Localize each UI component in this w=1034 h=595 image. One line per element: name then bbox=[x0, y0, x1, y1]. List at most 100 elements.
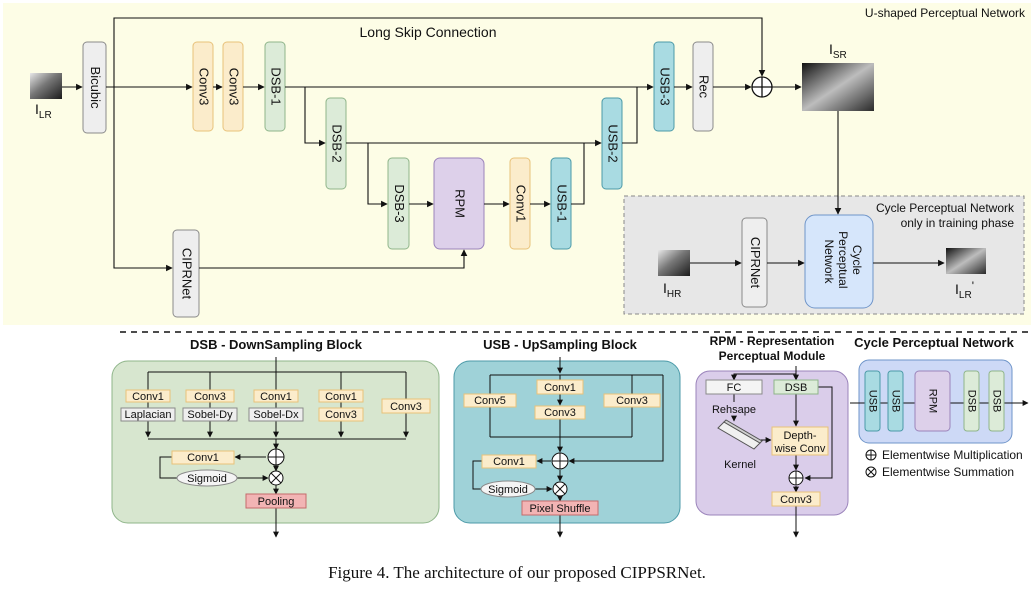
svg-text:DSB-3: DSB-3 bbox=[392, 184, 407, 222]
svg-text:Sigmoid: Sigmoid bbox=[488, 484, 528, 496]
svg-text:Depth-: Depth- bbox=[783, 430, 816, 442]
usb1-block: USB-1 bbox=[550, 157, 572, 250]
usb-sigmoid: Sigmoid bbox=[480, 480, 536, 498]
svg-text:Conv3: Conv3 bbox=[390, 401, 422, 413]
cycle-region-title-line2: only in training phase bbox=[901, 216, 1015, 230]
svg-text:Conv3: Conv3 bbox=[325, 409, 357, 421]
svg-text:USB: USB bbox=[867, 390, 879, 413]
rpm-kernel-icon bbox=[717, 419, 763, 450]
svg-text:Conv1: Conv1 bbox=[325, 391, 357, 403]
cycle-dsb-b: DSB bbox=[988, 370, 1005, 432]
svg-text:USB-3: USB-3 bbox=[658, 67, 673, 105]
top-connectors bbox=[62, 17, 842, 272]
sum-node bbox=[751, 76, 773, 98]
svg-text:Conv5: Conv5 bbox=[474, 395, 506, 407]
svg-text:USB-2: USB-2 bbox=[606, 124, 621, 162]
figure-caption: Figure 4. The architecture of our propos… bbox=[328, 563, 706, 582]
legend-otimes-label: Elementwise Summation bbox=[882, 465, 1014, 479]
svg-text:Bicubic: Bicubic bbox=[88, 67, 103, 109]
cycle-region-title-line1: Cycle Perceptual Network bbox=[876, 201, 1015, 215]
dsb-row1: Conv1 Conv3 Conv1 Conv1 Conv3 bbox=[125, 389, 431, 414]
cycle-rpm: RPM bbox=[914, 370, 951, 432]
usb2-block: USB-2 bbox=[601, 97, 623, 190]
svg-text:DSB: DSB bbox=[991, 390, 1003, 413]
svg-text:Conv1: Conv1 bbox=[544, 382, 576, 394]
dsb-row2: Laplacian Sobel-Dy Sobel-Dx Conv3 bbox=[120, 407, 364, 422]
svg-text:DSB-1: DSB-1 bbox=[269, 67, 284, 105]
usb-panel-connectors bbox=[472, 357, 664, 538]
dsb3-block: DSB-3 bbox=[387, 157, 410, 250]
conv3-block-b: Conv3 bbox=[222, 41, 244, 132]
legend-plus-label: Elementwise Multiplication bbox=[882, 448, 1023, 462]
rpm-conv3: Conv3 bbox=[771, 491, 821, 507]
long-skip-label: Long Skip Connection bbox=[360, 24, 497, 40]
svg-text:Conv3: Conv3 bbox=[194, 391, 226, 403]
dsb-times-node bbox=[268, 470, 284, 486]
svg-text:CIPRNet: CIPRNet bbox=[748, 237, 763, 289]
rpm-fc: FC bbox=[705, 379, 763, 395]
svg-text:Rec: Rec bbox=[697, 75, 712, 99]
rpm-panel-title-line2: Perceptual Module bbox=[719, 349, 826, 363]
svg-text:Cycle Perceptual N: Cycle Perceptual Network bbox=[822, 231, 864, 292]
usb-conv3-mid: Conv3 bbox=[534, 405, 586, 420]
cycle-ciprnet-block: CIPRNet bbox=[741, 217, 768, 308]
svg-text:Sobel-Dy: Sobel-Dy bbox=[187, 409, 233, 421]
usb-plus-node bbox=[551, 452, 569, 470]
dsb-pooling: Pooling bbox=[245, 493, 307, 509]
input-lr-image bbox=[30, 73, 62, 99]
rpm-depthwise-conv: Depth- wise Conv bbox=[771, 426, 829, 456]
svg-text:DSB: DSB bbox=[966, 390, 978, 413]
svg-text:DSB: DSB bbox=[785, 382, 808, 394]
usb-conv1-top: Conv1 bbox=[536, 379, 584, 395]
input-hr-label: IHR bbox=[663, 280, 681, 300]
usb-conv3-right: Conv3 bbox=[603, 393, 661, 408]
dsb-panel-connectors bbox=[145, 357, 409, 538]
svg-text:USB: USB bbox=[890, 390, 902, 413]
bicubic-block: Bicubic bbox=[82, 41, 107, 134]
u-shaped-network-label: U-shaped Perceptual Network bbox=[865, 6, 1026, 20]
cycle-usb-a: USB bbox=[864, 370, 881, 432]
usb-panel-title: USB - UpSampling Block bbox=[483, 337, 638, 352]
svg-text:Conv1: Conv1 bbox=[514, 185, 529, 223]
legend-plus-icon bbox=[865, 449, 877, 461]
cycle-usb-b: USB bbox=[887, 370, 904, 432]
usb3-block: USB-3 bbox=[653, 41, 675, 132]
svg-text:CIPRNet: CIPRNet bbox=[180, 248, 195, 300]
dsb-panel-title: DSB - DownSampling Block bbox=[190, 337, 363, 352]
dsb-plus-node bbox=[267, 448, 285, 466]
dsb-sigmoid: Sigmoid bbox=[176, 469, 238, 487]
svg-text:Conv1: Conv1 bbox=[493, 456, 525, 468]
rpm-dsb: DSB bbox=[773, 379, 819, 395]
rpm-reshape-label: Rehsape bbox=[712, 404, 756, 416]
svg-text:Conv3: Conv3 bbox=[197, 68, 212, 106]
ciprnet-block: CIPRNet bbox=[172, 229, 200, 318]
output-lr-prime-image bbox=[946, 248, 986, 274]
svg-text:RPM: RPM bbox=[927, 389, 939, 413]
svg-text:USB-1: USB-1 bbox=[555, 184, 570, 222]
svg-text:Pooling: Pooling bbox=[258, 496, 295, 508]
usb-conv5: Conv5 bbox=[463, 393, 517, 408]
cycle-panel-title: Cycle Perceptual Network bbox=[854, 335, 1014, 350]
dsb-conv1: Conv1 bbox=[171, 450, 235, 465]
svg-text:Laplacian: Laplacian bbox=[124, 409, 171, 421]
svg-text:FC: FC bbox=[727, 382, 742, 394]
cycle-dsb-a: DSB bbox=[963, 370, 980, 432]
usb-pixel-shuffle: Pixel Shuffle bbox=[521, 500, 599, 516]
svg-text:Conv1: Conv1 bbox=[260, 391, 292, 403]
svg-text:RPM: RPM bbox=[453, 189, 468, 218]
input-hr-image bbox=[658, 250, 690, 276]
cycle-perceptual-network-block: Cycle Perceptual Network bbox=[804, 214, 874, 309]
svg-text:Conv3: Conv3 bbox=[544, 407, 576, 419]
rpm-panel-connectors bbox=[731, 366, 833, 538]
usb-conv1: Conv1 bbox=[481, 454, 537, 469]
svg-text:Conv1: Conv1 bbox=[187, 452, 219, 464]
conv3-block-a: Conv3 bbox=[192, 41, 214, 132]
output-lr-prime-label: ILR' bbox=[955, 279, 974, 301]
svg-text:Pixel Shuffle: Pixel Shuffle bbox=[530, 503, 591, 515]
dsb1-block: DSB-1 bbox=[264, 41, 286, 132]
rpm-kernel-label: Kernel bbox=[724, 459, 756, 471]
input-lr-label: ILR bbox=[35, 101, 52, 121]
rpm-panel-title-line1: RPM - Representation bbox=[710, 334, 835, 348]
rpm-block: RPM bbox=[433, 157, 485, 250]
